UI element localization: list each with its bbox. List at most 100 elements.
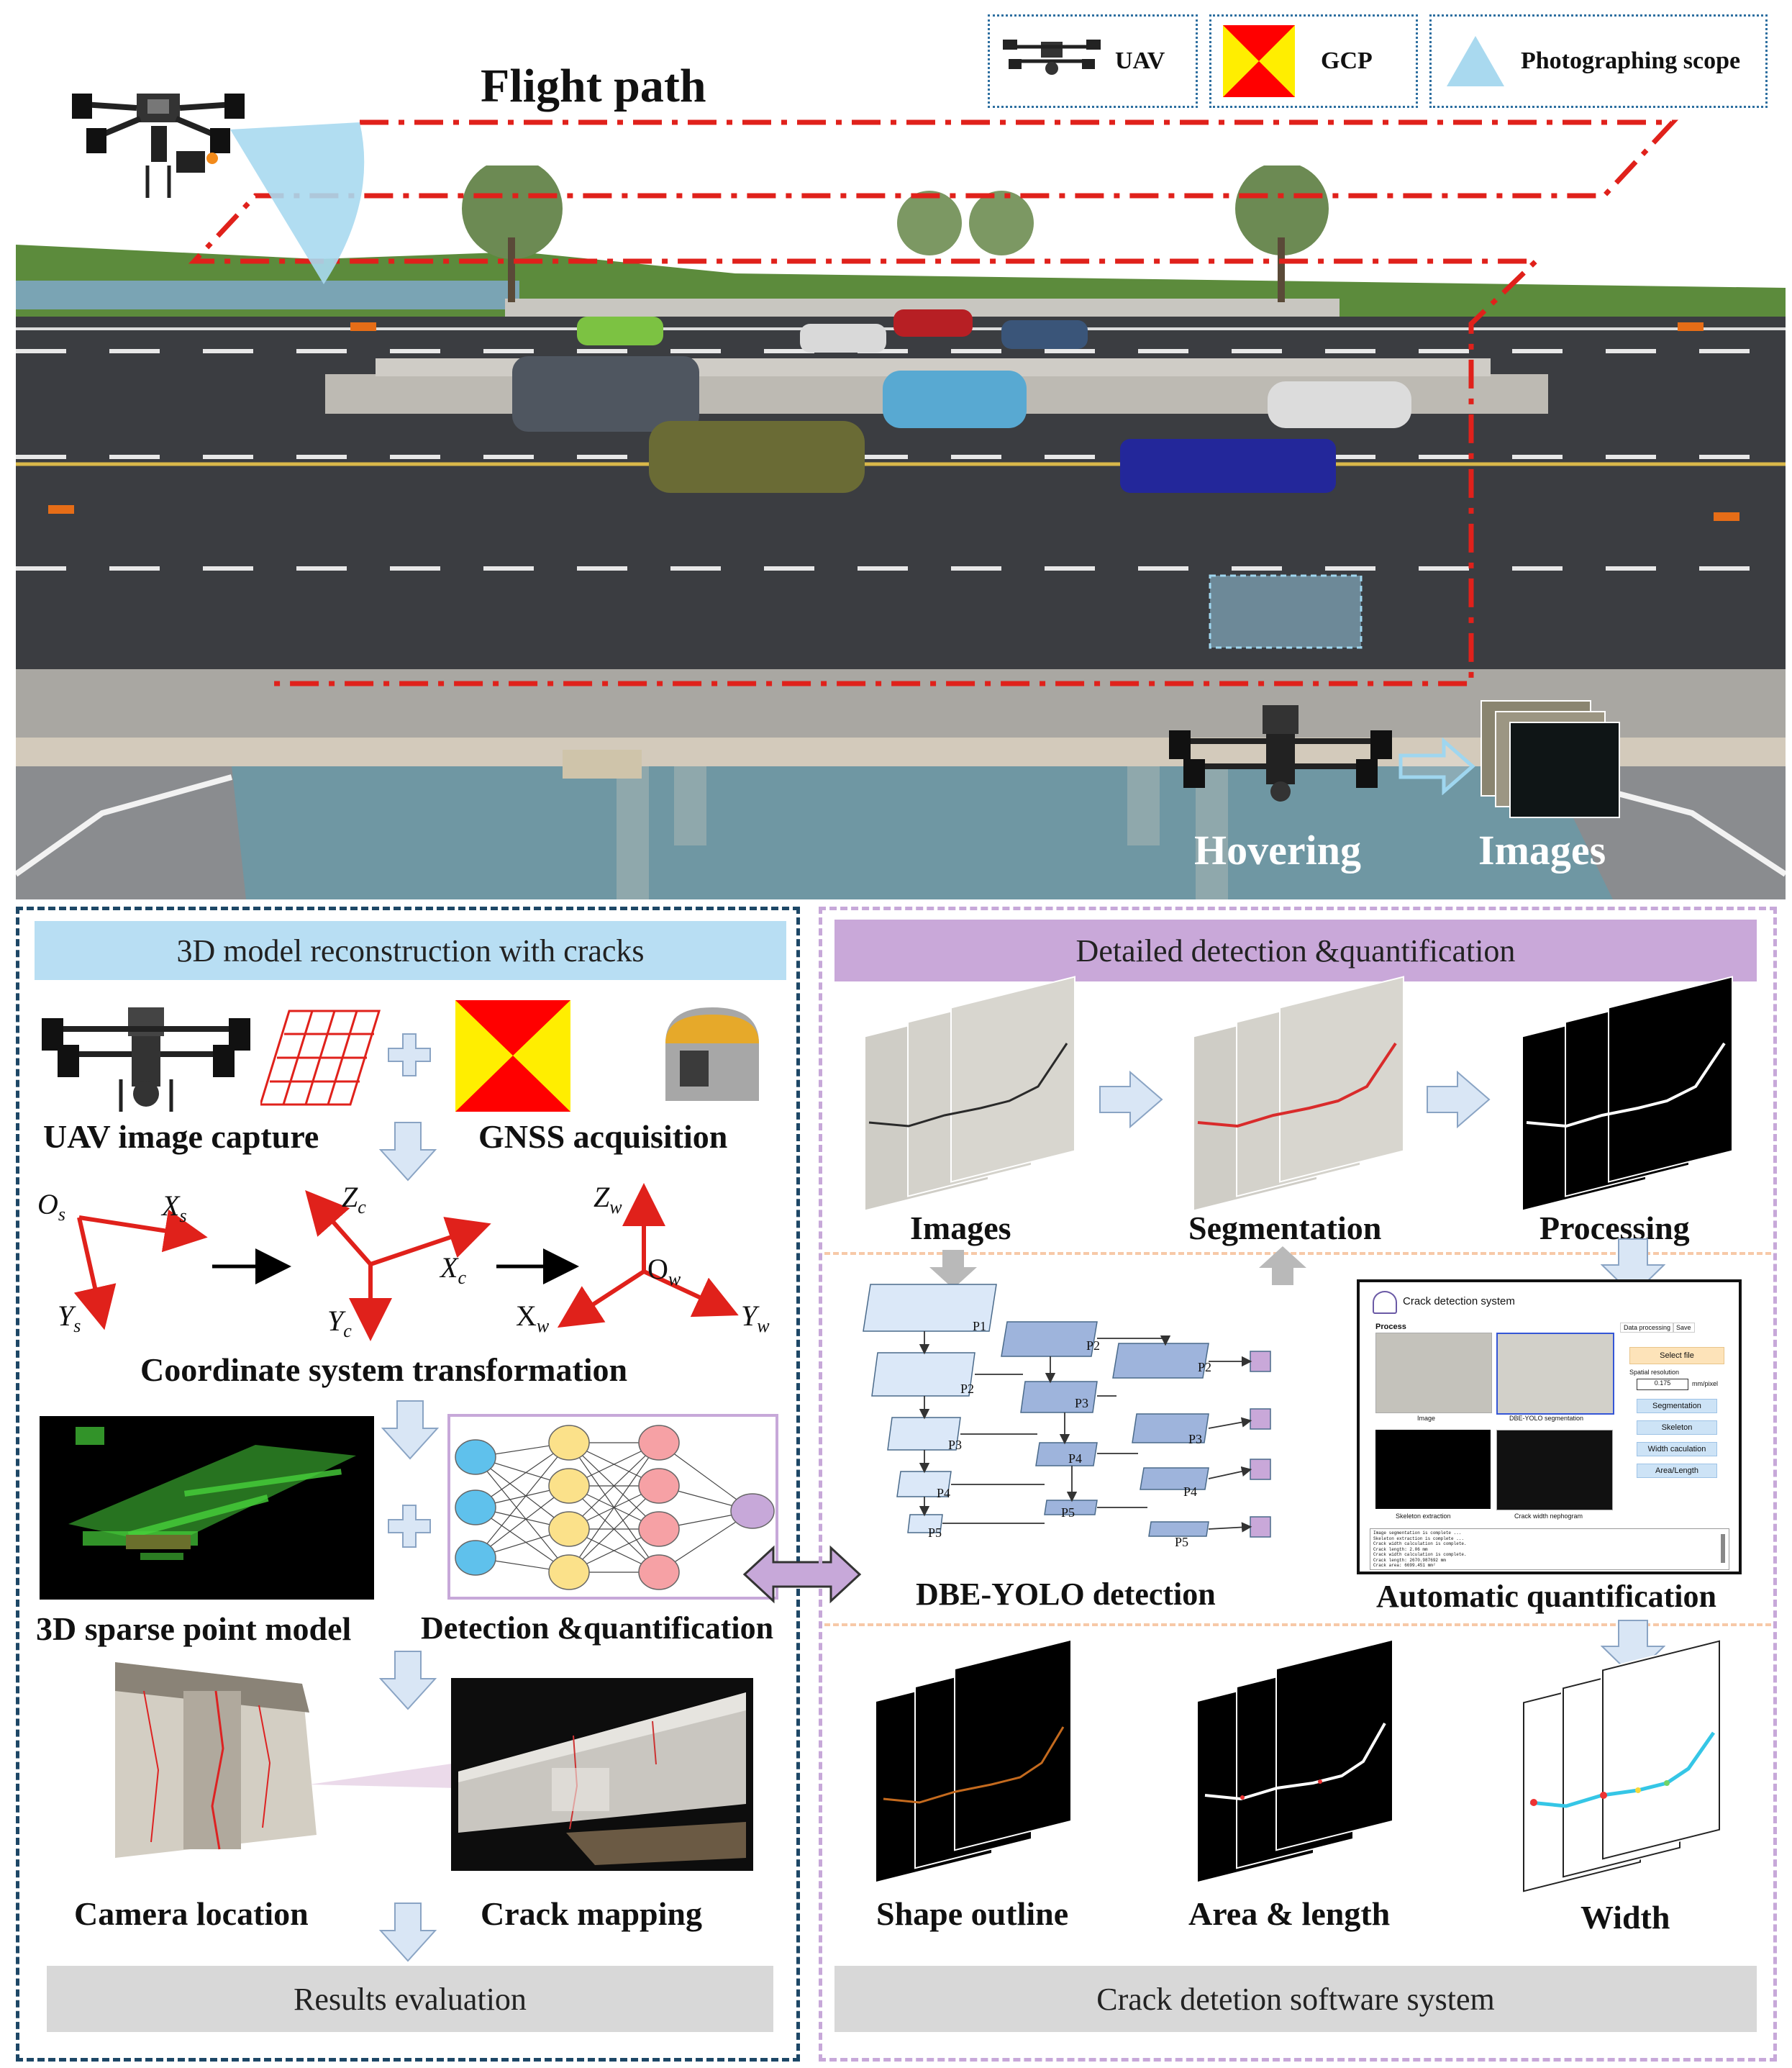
down-arrow-3 — [379, 1651, 437, 1710]
area-length-line — [1204, 1723, 1386, 1801]
software-area-button[interactable]: Area/Length — [1637, 1464, 1717, 1478]
axis-label-zc: Zc — [342, 1181, 366, 1217]
log-line: Crack length: 2670.987692 mm — [1373, 1557, 1446, 1563]
left-panel-header: 3D model reconstruction with cracks — [35, 921, 786, 980]
axis-label-xw: Xw — [516, 1300, 550, 1336]
down-arrow-1 — [379, 1122, 437, 1182]
uav-icon — [1003, 40, 1101, 75]
sparse-model-label: 3D sparse point model — [36, 1610, 352, 1647]
camera-location-label: Camera location — [74, 1895, 309, 1932]
crack-mapping-label: Crack mapping — [481, 1895, 702, 1932]
software-segmentation-button[interactable]: Segmentation — [1637, 1399, 1717, 1413]
legend-uav: UAV — [988, 14, 1198, 108]
dbe-p5-label: P5 — [928, 1525, 942, 1540]
software-res-input[interactable]: 0.175 — [1637, 1379, 1688, 1390]
log-line: Crack area: 6699.451 mm² — [1373, 1563, 1436, 1568]
software-image-pane — [1375, 1333, 1492, 1413]
dbe-neck-p2-label: P2 — [1086, 1338, 1101, 1353]
hover-right-arrow — [1398, 738, 1475, 795]
legend-scope: Photographing scope — [1429, 14, 1768, 108]
axis-label-ow: Ow — [647, 1253, 681, 1289]
log-line: Crack width calculation is complete. — [1373, 1541, 1467, 1546]
axis-label-yc: Yc — [327, 1305, 352, 1341]
software-tab-save[interactable]: Save — [1673, 1323, 1695, 1333]
proc-crack-line — [1526, 1042, 1726, 1128]
shape-outline-label: Shape outline — [876, 1895, 1069, 1932]
software-caption-nephogram: Crack width nephogram — [1514, 1513, 1583, 1520]
legend-uav-label: UAV — [1115, 47, 1165, 74]
uav-top-icon — [72, 94, 245, 198]
detect-quant-label: Detection &quantification — [421, 1610, 774, 1646]
area-length-label: Area & length — [1188, 1895, 1391, 1932]
right-divider-2 — [824, 1623, 1771, 1626]
right-divider-1 — [824, 1252, 1771, 1255]
plus-icon — [388, 1033, 431, 1076]
axis-label-yw: Yw — [741, 1300, 770, 1336]
flight-path-title: Flight path — [481, 60, 706, 112]
software-skeleton-pane — [1375, 1430, 1491, 1509]
legend-gcp: GCP — [1209, 14, 1418, 108]
seg-crack-line — [1197, 1042, 1397, 1128]
shape-outline-line — [883, 1726, 1065, 1804]
dbe-neck-p5-label: P5 — [1061, 1505, 1075, 1520]
software-title: Crack detection system — [1403, 1295, 1515, 1307]
sparse-point-cloud-image — [40, 1416, 374, 1600]
software-res-unit: mm/pixel — [1692, 1380, 1719, 1387]
log-line: Image segmentation is complete ... — [1373, 1530, 1462, 1536]
axis-label-ys: Ys — [58, 1300, 81, 1336]
software-seg-pane — [1496, 1333, 1614, 1415]
legend-scope-label: Photographing scope — [1521, 47, 1741, 74]
software-caption-image: Image — [1417, 1415, 1436, 1422]
bidirectional-arrow — [742, 1545, 862, 1604]
coordinate-systems-diagram — [73, 1183, 739, 1341]
right-arrow-1 — [1099, 1071, 1163, 1128]
scope-icon — [1447, 36, 1504, 86]
camera-location-image — [115, 1662, 317, 1858]
dbe-neck-p4-label: P4 — [1068, 1451, 1083, 1466]
width-stack — [1523, 1640, 1724, 1892]
axis-label-xs: Xs — [162, 1189, 187, 1226]
software-caption-skeleton: Skeleton extraction — [1396, 1513, 1451, 1520]
images-label: Images — [1478, 827, 1606, 874]
software-system-bar: Crack detetion software system — [834, 1966, 1757, 2032]
hovering-label: Hovering — [1194, 827, 1361, 874]
gnss-receiver-icon — [665, 1007, 759, 1101]
software-screenshot: Crack detection system Process Image DBE… — [1357, 1279, 1742, 1574]
coord-transform-label: Coordinate system transformation — [140, 1351, 628, 1388]
down-arrow-images — [929, 1250, 977, 1289]
dbe-neck-p3-label: P3 — [1075, 1396, 1089, 1410]
segmentation-images-stack — [1194, 977, 1403, 1210]
software-nephogram-pane — [1496, 1430, 1613, 1510]
right-panel-header: Detailed detection &quantification — [834, 920, 1757, 981]
dbe-head-p2-label: P2 — [1198, 1360, 1212, 1374]
dbe-head-p4-label: P4 — [1183, 1484, 1198, 1499]
crack-images-stack — [865, 977, 1074, 1210]
legend-gcp-label: GCP — [1321, 47, 1373, 74]
log-line: Crack length: 2.06 mm — [1373, 1546, 1428, 1552]
hover-images-stack — [1482, 702, 1619, 817]
dbe-yolo-label: DBE-YOLO detection — [916, 1577, 1216, 1612]
log-line: Skeleton extraction is complete ... — [1373, 1536, 1465, 1541]
software-tab-data[interactable]: Data processing — [1620, 1323, 1675, 1333]
software-logo-icon — [1373, 1291, 1397, 1314]
software-process-label: Process — [1375, 1323, 1406, 1331]
width-label: Width — [1580, 1899, 1670, 1936]
dbe-p3-label: P3 — [948, 1438, 963, 1452]
right-arrow-2 — [1427, 1071, 1491, 1128]
gnss-label: GNSS acquisition — [478, 1118, 728, 1155]
photographing-scope-fan — [230, 122, 365, 284]
up-arrow-segmentation — [1259, 1246, 1306, 1285]
results-evaluation-bar: Results evaluation — [47, 1966, 773, 2032]
software-width-button[interactable]: Width caculation — [1637, 1442, 1717, 1456]
software-select-file-button[interactable]: Select file — [1629, 1347, 1724, 1364]
axis-label-xc: Xc — [440, 1251, 466, 1288]
crack-mapping-image — [451, 1678, 753, 1871]
gcp-icon — [1223, 25, 1295, 97]
down-arrow-2 — [381, 1400, 439, 1460]
processing-label: Processing — [1539, 1210, 1690, 1246]
dbe-yolo-network — [863, 1284, 1271, 1538]
axis-label-os: Os — [37, 1188, 66, 1225]
software-log-scrollbar[interactable] — [1721, 1534, 1725, 1563]
software-skeleton-button[interactable]: Skeleton — [1637, 1420, 1717, 1435]
flight-path-upper — [188, 119, 1679, 686]
